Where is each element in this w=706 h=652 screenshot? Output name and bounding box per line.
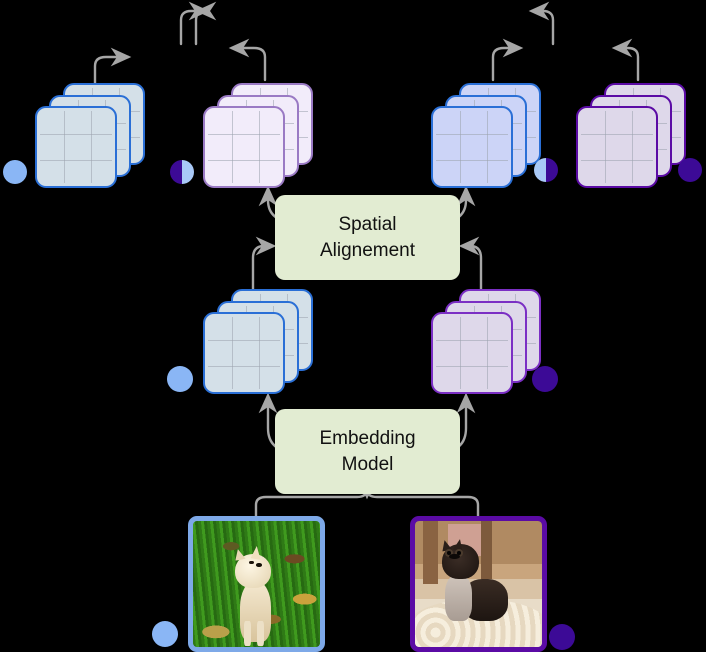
tensor-sheet-front <box>431 312 513 394</box>
tensor-stack-mid-left <box>203 289 313 394</box>
spatial-alignment-label-line1: Spatial <box>338 214 397 236</box>
tensor-sheet-front <box>431 106 513 188</box>
tensor-sheet-front <box>203 312 285 394</box>
tensor-sheet-front <box>35 106 117 188</box>
marker-image-right <box>549 624 575 650</box>
tensor-stack-top-3 <box>431 83 541 188</box>
tensor-sheet-front <box>203 106 285 188</box>
marker-mid-left <box>167 366 193 392</box>
input-image-left[interactable] <box>188 516 325 652</box>
tensor-stack-mid-right <box>431 289 541 394</box>
tensor-stack-top-1 <box>35 83 145 188</box>
tensor-sheet-front <box>576 106 658 188</box>
spatial-alignment-box[interactable]: Spatial Alignement <box>275 195 460 280</box>
marker-top-2 <box>170 160 194 184</box>
marker-top-4 <box>678 158 702 182</box>
marker-top-3 <box>534 158 558 182</box>
marker-image-left <box>152 621 178 647</box>
embedding-model-box[interactable]: Embedding Model <box>275 409 460 494</box>
spatial-alignment-label-line2: Alignement <box>319 239 416 261</box>
chihuahua-grass-photo <box>193 521 320 647</box>
chihuahua-indoor-photo <box>415 521 542 647</box>
tensor-stack-top-2 <box>203 83 313 188</box>
marker-top-1 <box>3 160 27 184</box>
embedding-model-label-line1: Embedding <box>319 428 416 450</box>
marker-mid-right <box>532 366 558 392</box>
input-image-right[interactable] <box>410 516 547 652</box>
embedding-model-label-line2: Model <box>341 453 394 475</box>
tensor-stack-top-4 <box>576 83 686 188</box>
